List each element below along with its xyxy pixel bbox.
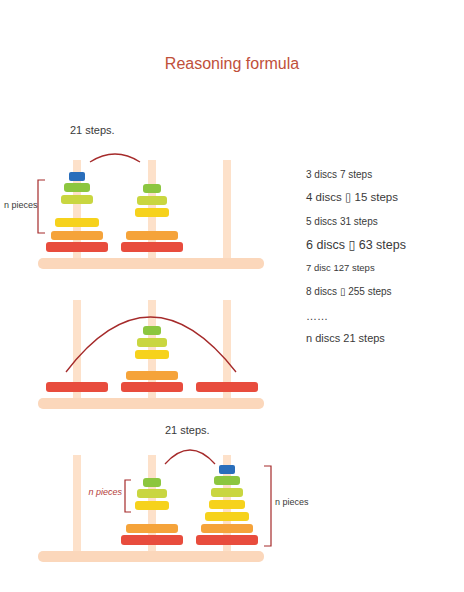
disc <box>143 478 161 487</box>
base <box>38 258 264 269</box>
disc <box>46 382 108 392</box>
formula-row: 4 discs ▯ 15 steps <box>306 191 398 204</box>
disc <box>51 231 103 240</box>
disc <box>143 326 161 335</box>
bracket <box>125 480 131 512</box>
disc <box>201 524 253 533</box>
bracket-label: n pieces <box>88 487 122 497</box>
disc <box>61 195 93 204</box>
stand-bottom <box>38 450 271 562</box>
disc <box>64 183 90 192</box>
disc <box>135 350 169 359</box>
disc <box>121 242 183 252</box>
disc <box>121 535 183 545</box>
disc <box>219 465 235 474</box>
bracket-label: n pieces <box>275 497 311 507</box>
disc <box>209 500 245 509</box>
base <box>38 398 264 409</box>
disc <box>196 382 258 392</box>
disc <box>214 476 240 485</box>
disc <box>69 172 85 181</box>
formula-row: 8 discs ▯ 255 steps <box>306 286 392 298</box>
peg <box>73 455 81 555</box>
disc <box>55 218 99 227</box>
bracket <box>264 466 271 546</box>
step-count: 21 steps. <box>70 124 115 137</box>
step-count: 21 steps. <box>165 424 210 437</box>
bracket-label: n pieces <box>4 200 38 210</box>
formula-row: 7 disc 127 steps <box>306 263 375 274</box>
formula-row: 3 discs 7 steps <box>306 169 372 181</box>
move-arc <box>165 450 215 464</box>
formula-row: 6 discs ▯ 63 steps <box>306 238 406 252</box>
formula-row: n discs 21 steps <box>306 332 385 345</box>
stand-middle <box>38 300 264 409</box>
disc <box>135 501 169 510</box>
disc <box>211 488 243 497</box>
move-arc <box>66 317 236 372</box>
title: Reasoning formula <box>0 55 464 73</box>
disc <box>137 196 167 205</box>
disc <box>143 184 161 193</box>
disc <box>196 535 258 545</box>
disc <box>121 382 183 392</box>
disc <box>137 489 167 498</box>
formula-row: 5 discs 31 steps <box>306 216 378 228</box>
disc <box>205 512 249 521</box>
move-arc <box>90 154 140 162</box>
peg <box>223 160 231 262</box>
disc <box>135 208 169 217</box>
disc <box>126 524 178 533</box>
bracket <box>38 180 45 233</box>
disc <box>126 231 178 240</box>
ellipsis: …… <box>306 310 328 323</box>
stand-top <box>38 154 264 269</box>
base <box>38 551 264 562</box>
disc <box>126 371 178 380</box>
disc <box>46 242 108 252</box>
disc <box>137 338 167 347</box>
